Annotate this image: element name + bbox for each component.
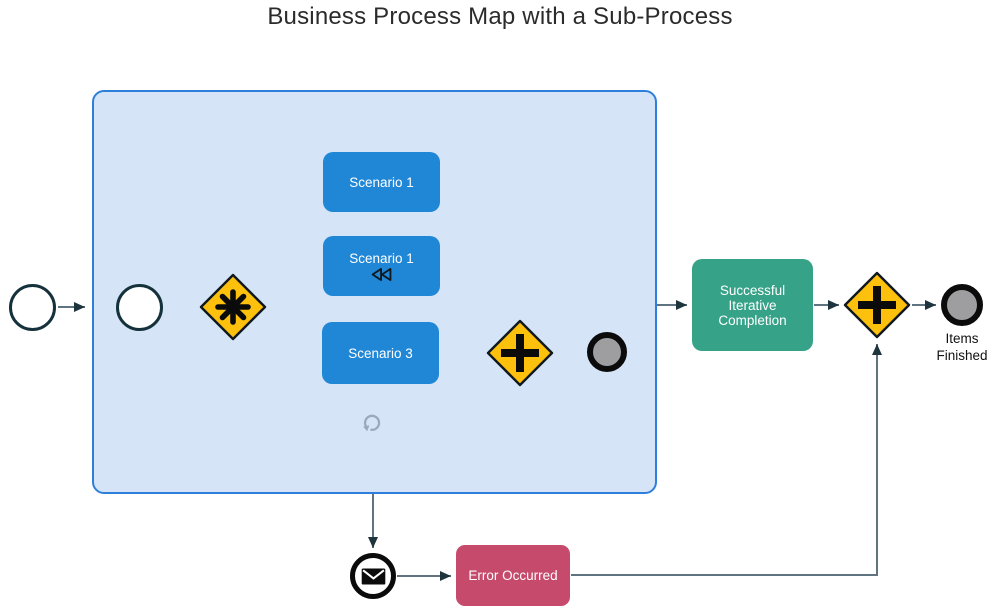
compensation-rewind-icon [371,267,391,281]
start-event [9,284,56,331]
end-event-label: Items Finished [936,331,988,363]
inner-start-event [116,284,163,331]
task-label: Error Occurred [468,568,558,583]
plus-icon [858,286,896,324]
task-label: Successful Iterative Completion [718,282,787,328]
task-success: Successful Iterative Completion [692,259,813,351]
task-scenario-3: Scenario 3 [322,322,439,384]
items-finished-end-event [941,284,983,326]
envelope-icon [361,567,385,585]
task-label: Scenario 3 [348,345,413,361]
task-label: Scenario 1 [349,250,414,266]
plus-icon [501,334,539,372]
task-label: Scenario 1 [349,174,414,190]
complex-gateway [199,273,267,341]
diagram-title: Business Process Map with a Sub-Process [267,3,733,30]
asterisk-icon [215,289,251,325]
task-scenario-1b: Scenario 1 [323,236,440,296]
parallel-gateway-outer [843,271,911,339]
task-error: Error Occurred [456,545,570,606]
loop-arrow-icon [363,414,381,432]
message-event [350,553,396,599]
task-scenario-1: Scenario 1 [323,152,440,212]
parallel-gateway-inner [486,319,554,387]
inner-end-event [587,332,627,372]
